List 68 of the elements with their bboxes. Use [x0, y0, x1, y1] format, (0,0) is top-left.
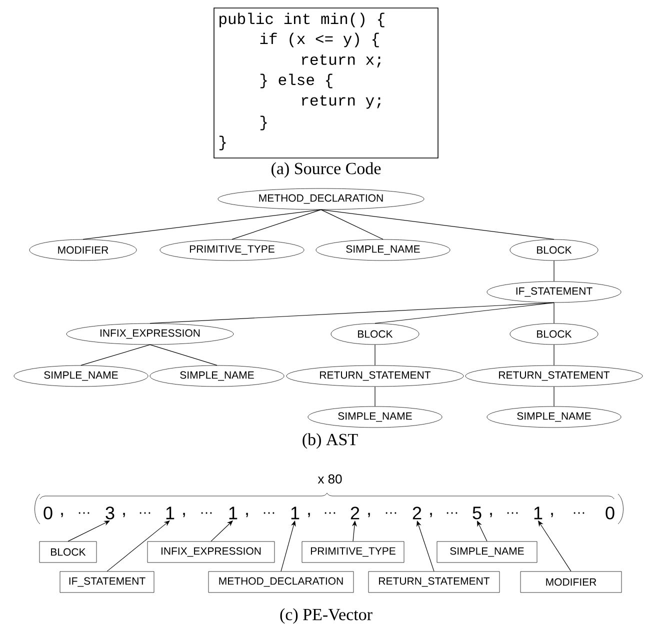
node-type-box: BLOCK: [39, 541, 97, 563]
vector-comma: ,: [308, 512, 310, 518]
tree-edge: [82, 209, 322, 240]
vector-ellipsis: …: [324, 512, 336, 514]
vector-value: 2: [350, 506, 360, 520]
node-type-box: METHOD_DECLARATION: [208, 571, 354, 593]
vector-value: 1: [291, 506, 300, 520]
vector-comma: ,: [430, 512, 432, 518]
vector-value: 2: [412, 506, 422, 520]
vector-ellipsis: …: [507, 512, 518, 514]
ast-node: SIMPLE_NAME: [486, 406, 622, 428]
vector-value: 3: [106, 506, 114, 520]
ast-node: BLOCK: [510, 323, 598, 345]
node-type-box: IF_STATEMENT: [60, 571, 154, 593]
ast-node: SIMPLE_NAME: [316, 239, 450, 261]
vector-comma: ,: [368, 512, 370, 518]
caption: (a) Source Code: [272, 162, 381, 178]
tree-edge: [320, 209, 554, 240]
ast-node: PRIMITIVE_TYPE: [160, 239, 304, 261]
vector-comma: ,: [490, 512, 492, 518]
vector-comma: ,: [551, 512, 553, 518]
ast-node: SIMPLE_NAME: [308, 406, 442, 428]
leader-arrow: [352, 520, 357, 542]
leader-arrow: [68, 520, 110, 542]
ast-node: BLOCK: [330, 323, 420, 345]
vector-ellipsis: …: [574, 512, 584, 514]
vector-ellipsis: …: [264, 512, 274, 514]
vector-ellipsis: …: [446, 512, 458, 514]
caption: (b) AST: [302, 433, 358, 449]
ast-node: INFIX_EXPRESSION: [66, 323, 234, 345]
vector-ellipsis: …: [386, 512, 396, 514]
vector-comma: ,: [246, 512, 248, 518]
tree-edge: [320, 209, 384, 240]
tree-edge: [374, 386, 376, 407]
node-type-box: RETURN_STATEMENT: [368, 571, 500, 593]
vector-value: 1: [166, 506, 174, 520]
ast-node: IF_STATEMENT: [486, 281, 622, 303]
tree-edge: [232, 209, 322, 240]
node-type-box: SIMPLE_NAME: [436, 541, 538, 563]
caption: (c) PE-Vector: [280, 608, 372, 624]
vector-value: 1: [534, 506, 542, 520]
tree-edge: [374, 302, 554, 324]
ast-node: METHOD_DECLARATION: [218, 188, 424, 210]
vector-comma: ,: [123, 512, 125, 518]
ast-node: SIMPLE_NAME: [14, 365, 148, 387]
ast-node: RETURN_STATEMENT: [286, 365, 464, 387]
node-type-box: INFIX_EXPRESSION: [147, 541, 275, 563]
vector-comma: ,: [61, 512, 63, 518]
vector-value: 1: [229, 506, 238, 520]
ast-node: BLOCK: [510, 239, 598, 261]
leader-arrow: [416, 520, 434, 572]
vector-value: 0: [44, 506, 52, 520]
vector-comma: ,: [183, 512, 185, 518]
repeat-count: x 80: [318, 474, 342, 484]
ast-node: MODIFIER: [29, 239, 137, 261]
ast-node: RETURN_STATEMENT: [465, 365, 643, 387]
node-type-box: PRIMITIVE_TYPE: [302, 541, 404, 563]
vector-value: 0: [606, 506, 614, 520]
node-type-box: MODIFIER: [520, 571, 622, 593]
vector-value: 5: [472, 506, 482, 520]
tree-edge: [374, 344, 376, 366]
code-box: public int min() { if (x <= y) { return x; } else { return y; } }: [214, 8, 438, 158]
vector-ellipsis: …: [201, 512, 212, 514]
ast-node: SIMPLE_NAME: [150, 365, 284, 387]
tree-edge: [80, 344, 150, 366]
tree-edge: [150, 344, 218, 366]
vector-ellipsis: …: [140, 512, 150, 514]
vector-ellipsis: …: [78, 512, 90, 514]
